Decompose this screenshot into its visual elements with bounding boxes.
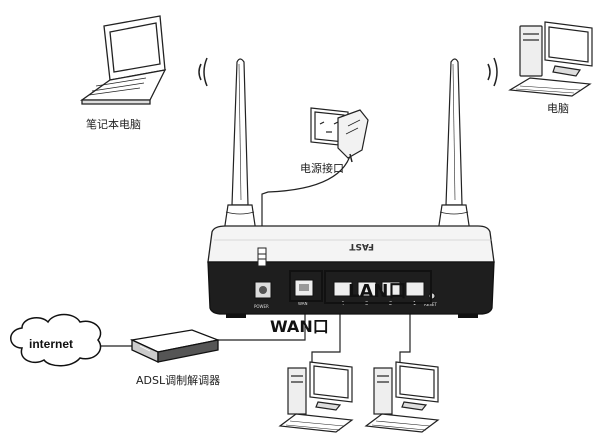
- router-brand: FAST: [348, 241, 374, 251]
- wan-port-small-label: WAN: [298, 301, 307, 306]
- desktop-computer-icon: [508, 21, 593, 97]
- reset-label: RESET: [424, 302, 437, 307]
- left-antenna: [223, 58, 257, 233]
- internet-label: internet: [29, 337, 73, 351]
- lan-cable-1: [311, 302, 341, 365]
- router: FAST POWER WAN 4 3 2 1 RESET: [207, 225, 495, 318]
- lan-ports: [333, 281, 425, 297]
- lan-port-4: [333, 281, 353, 297]
- desktop-computer-icon: [278, 361, 354, 433]
- wifi-waves-icon: [198, 57, 498, 87]
- cloud-icon: [10, 313, 102, 367]
- wan-port-label: WAN口: [270, 317, 329, 336]
- wan-cable: [214, 302, 306, 341]
- desktop-computer-icon: [364, 361, 440, 433]
- lan-port-3: [357, 281, 377, 297]
- lan-port-label: LAN口: [348, 281, 406, 302]
- lan-port-1: [405, 281, 425, 297]
- lan-port-highlight: [324, 270, 432, 304]
- desktop-label: 电脑: [547, 102, 569, 115]
- power-cable: [261, 147, 353, 258]
- power-outlet-label: 电源接口: [300, 161, 344, 175]
- wan-port-highlight: [289, 270, 323, 302]
- power-port-label: POWER: [254, 304, 269, 309]
- adsl-modem-label: ADSL调制解调器: [136, 373, 220, 387]
- laptop-icon: [79, 15, 167, 105]
- lan-cable-2: [399, 302, 411, 365]
- right-antenna: [437, 58, 471, 233]
- cables: [100, 147, 411, 365]
- lan-port-2: [381, 281, 401, 297]
- modem-icon: [129, 329, 221, 364]
- power-adapter-icon: [337, 109, 369, 163]
- router-top: [207, 225, 495, 263]
- laptop-label: 笔记本电脑: [86, 117, 141, 131]
